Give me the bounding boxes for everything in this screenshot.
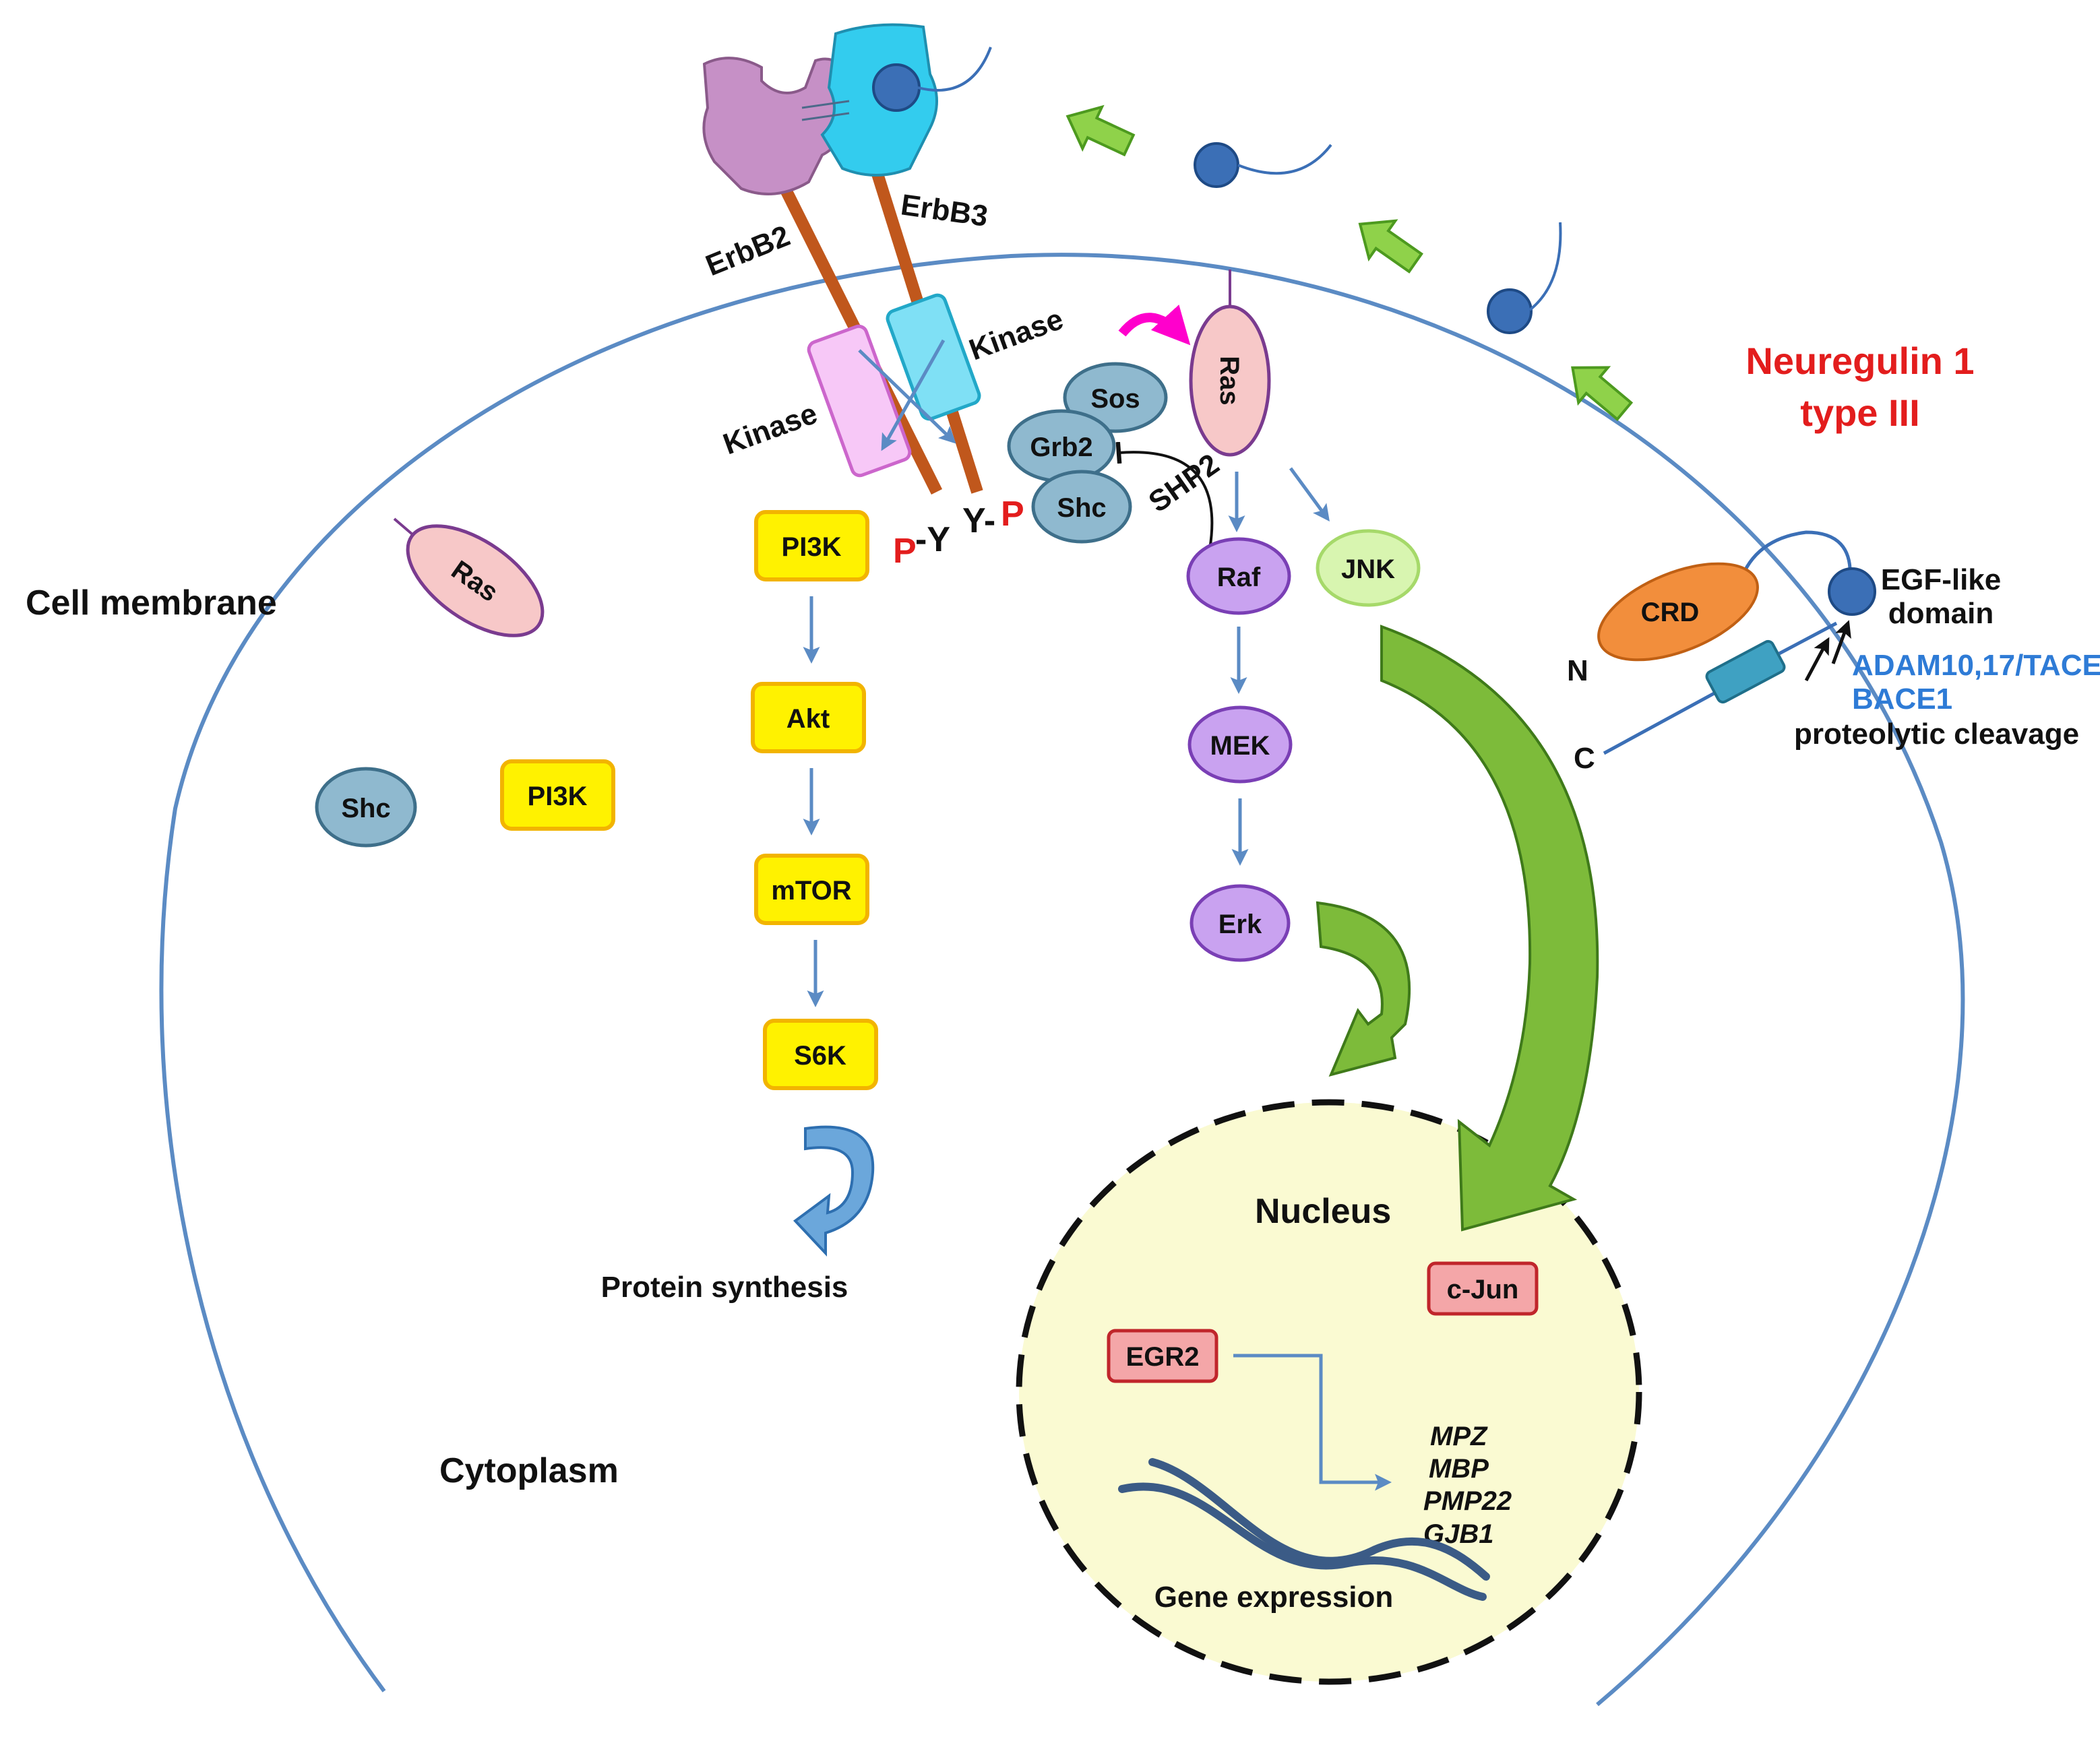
shp2-inhibition-arc — [1115, 441, 1214, 550]
shc-free-label: Shc — [341, 794, 390, 823]
dimer-bond-1 — [801, 100, 850, 109]
phospho-y-right: Y- — [962, 501, 995, 540]
dimer-bond-2 — [801, 112, 850, 121]
mtor-label: mTOR — [771, 876, 851, 906]
jnk-node — [1316, 529, 1421, 607]
ligand-release-arrow-1 — [1571, 366, 1634, 422]
shp2-label: SHP2 — [1143, 447, 1225, 519]
nrg1-c-terminal-tail — [1603, 685, 1727, 755]
gef-activation-arrow — [1118, 305, 1191, 346]
pi3k-node — [754, 510, 869, 581]
c-terminus-label: C — [1574, 742, 1595, 775]
ligand-release-arrow-3 — [1066, 104, 1136, 157]
neuregulin-title-line2: type III — [1800, 391, 1919, 434]
gene-pmp22: PMP22 — [1423, 1486, 1512, 1516]
akt-label: Akt — [786, 704, 830, 734]
ras-top-label: Ras — [1214, 356, 1244, 405]
erk-to-nucleus-arrow — [1316, 901, 1411, 1077]
released-ligand-tail-2 — [1237, 144, 1332, 175]
cytoplasm-label: Cytoplasm — [439, 1451, 619, 1490]
n-terminus-label: N — [1567, 654, 1588, 687]
cjun-node — [1427, 1261, 1539, 1316]
shc-free-node — [315, 767, 417, 848]
dna-strand-2 — [1148, 1458, 1490, 1581]
erbb2-head — [702, 57, 851, 195]
pi3k-free-label: PI3K — [528, 782, 588, 811]
erk-label: Erk — [1218, 910, 1262, 939]
s6k-label: S6K — [794, 1041, 846, 1071]
crd-domain — [1597, 562, 1759, 662]
erbb3-label: ErbB3 — [899, 188, 990, 233]
ligand-release-arrow-2 — [1358, 219, 1423, 274]
mek-node — [1187, 705, 1293, 784]
gene-expression-label: Gene expression — [1154, 1581, 1394, 1614]
jnk-label: JNK — [1341, 555, 1395, 584]
phospho-p-left: P — [893, 532, 917, 571]
gene-mpz: MPZ — [1430, 1422, 1488, 1451]
cjun-label: c-Jun — [1447, 1275, 1519, 1304]
mtor-node — [754, 854, 869, 925]
cleavage-arrow-2 — [1831, 620, 1851, 664]
phospho-p-right: P — [1001, 495, 1024, 534]
phospho-y-left: -Y — [915, 520, 950, 559]
pi3k-free-node — [500, 759, 615, 831]
grb2-label: Grb2 — [1030, 433, 1092, 462]
sos-node — [1063, 362, 1168, 433]
cell-membrane — [159, 253, 1965, 1707]
kinase-left-label: Kinase — [719, 397, 822, 461]
neuregulin-title-line1: Neuregulin 1 — [1746, 340, 1974, 382]
dna-strand-1 — [1118, 1482, 1487, 1601]
pi3k-label: PI3K — [782, 532, 842, 562]
ras-free-node — [406, 524, 545, 637]
erbb2-label: ErbB2 — [701, 219, 795, 282]
cell-membrane-label: Cell membrane — [26, 583, 277, 623]
bound-ligand-bead — [872, 63, 921, 112]
shc-bound-label: Shc — [1057, 493, 1106, 523]
raf-node — [1186, 537, 1291, 615]
egr2-node — [1107, 1329, 1218, 1383]
gene-mbp: MBP — [1429, 1454, 1489, 1484]
crd-label: CRD — [1641, 598, 1700, 627]
trans-phosphorylation-arrow-2 — [881, 339, 946, 451]
nucleus — [1016, 1099, 1642, 1685]
nucleus-label: Nucleus — [1255, 1192, 1391, 1231]
nrg1-loop — [1737, 530, 1852, 587]
mek-label: MEK — [1210, 731, 1270, 761]
proteolytic-cleavage-label: proteolytic cleavage — [1794, 718, 2079, 751]
egf-like-label-1: EGF-like — [1881, 563, 2002, 596]
bound-ligand-tail — [917, 46, 992, 92]
released-ligand-bead-2 — [1194, 142, 1239, 188]
nrg1-transmembrane-domain — [1705, 639, 1786, 704]
kinase-right-label: Kinase — [965, 303, 1068, 367]
protease-adam-label: ADAM10,17/TACE — [1852, 649, 2100, 682]
protease-bace1-label: BACE1 — [1852, 683, 1952, 716]
protein-synthesis-label: Protein synthesis — [601, 1271, 848, 1304]
akt-node — [751, 682, 866, 753]
sos-label: Sos — [1090, 384, 1140, 414]
ras-top-node — [1189, 305, 1271, 457]
egr2-to-genes-arrow — [1233, 1354, 1392, 1491]
s6k-node — [763, 1019, 878, 1090]
egf-like-domain-bead — [1828, 567, 1876, 616]
trans-phosphorylation-arrow-1 — [858, 349, 956, 444]
egr2-label: EGR2 — [1126, 1342, 1200, 1372]
jnk-to-cjun-arrow — [1380, 625, 1599, 1232]
cleavage-arrow-1 — [1804, 637, 1830, 682]
released-ligand-tail-1 — [1528, 222, 1562, 311]
shc-bound-node — [1031, 470, 1132, 544]
ras-to-jnk-arrow — [1289, 467, 1330, 522]
raf-label: Raf — [1217, 563, 1261, 592]
s6k-to-protein-synthesis-arrow — [793, 1125, 875, 1257]
egf-like-label-2: domain — [1888, 597, 1994, 630]
nrg1-stalk — [1778, 621, 1838, 656]
released-ligand-bead-1 — [1487, 288, 1533, 334]
erk-node — [1190, 884, 1291, 962]
